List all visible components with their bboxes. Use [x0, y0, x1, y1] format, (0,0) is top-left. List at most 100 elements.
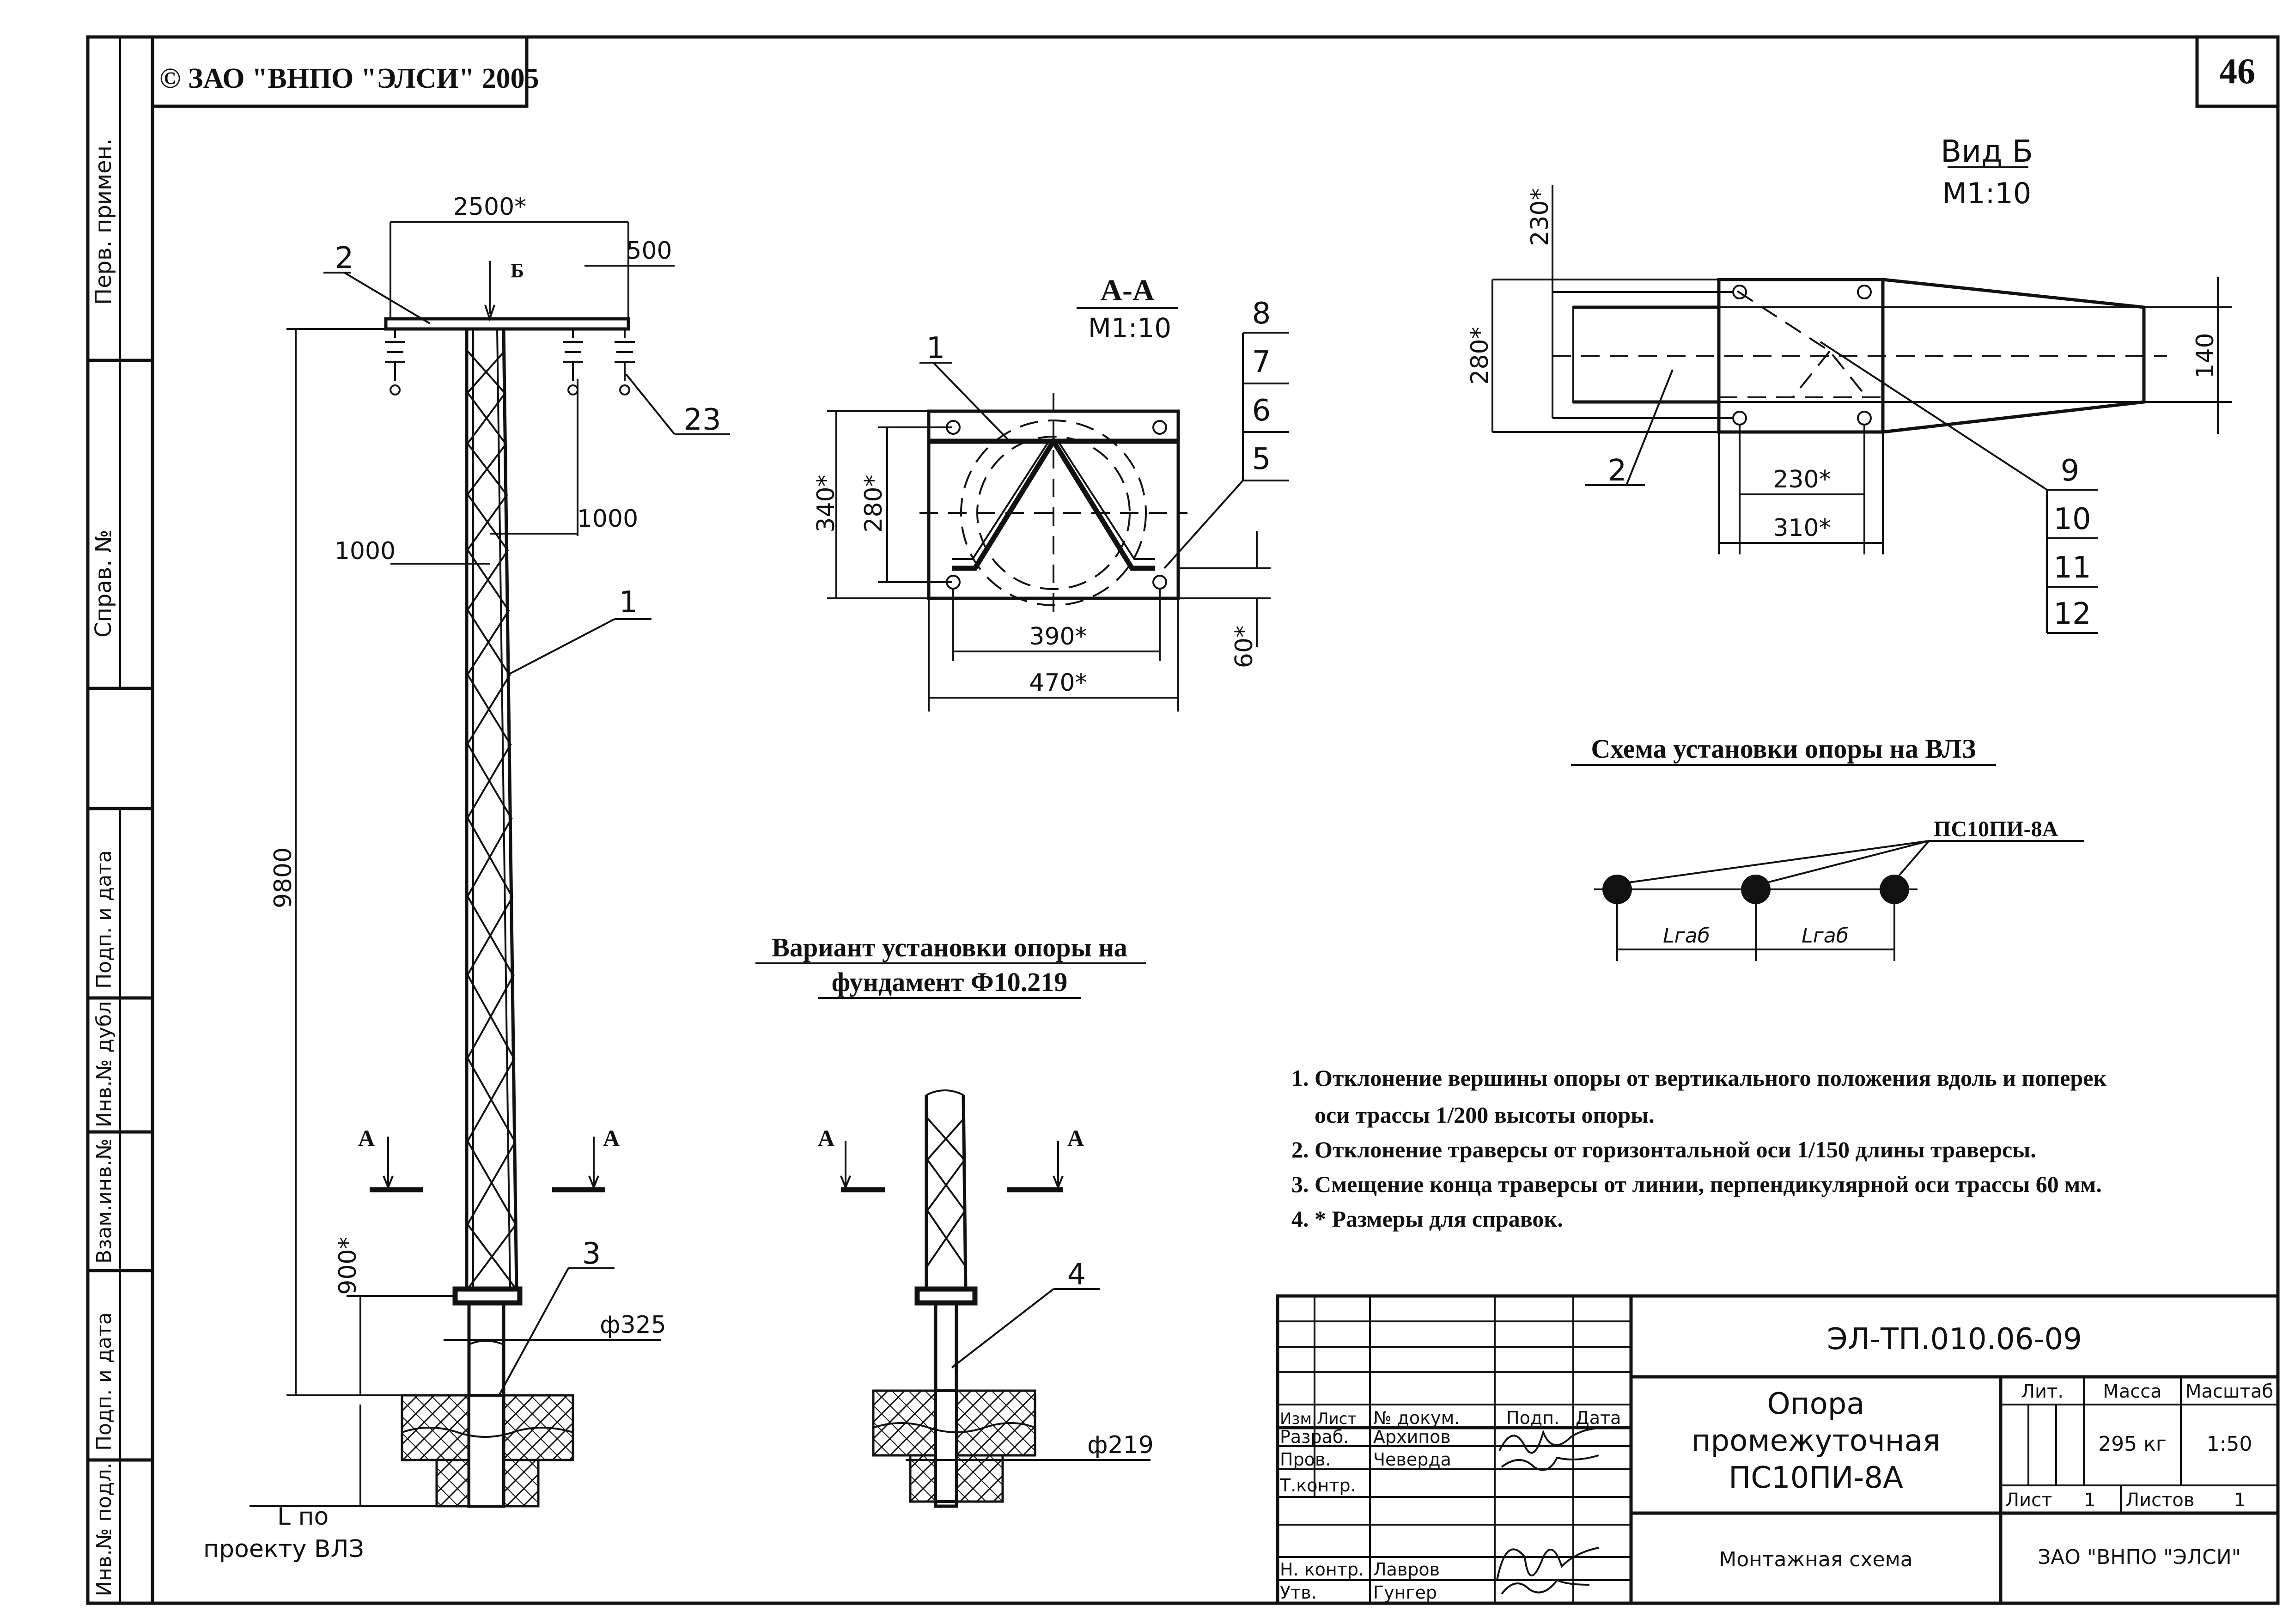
margin-podp-i-data-1: Подп. и дата	[92, 850, 116, 989]
installation-scheme: Схема установки опоры на ВЛЗ ПС10ПИ-8А L…	[1571, 734, 2084, 961]
span-left: Lгаб	[1663, 924, 1710, 948]
pos-2-b: 2	[1608, 454, 1627, 488]
pole-lattice	[467, 350, 517, 1290]
scheme-label: ПС10ПИ-8А	[1934, 817, 2058, 841]
col-podp: Подп.	[1506, 1408, 1559, 1428]
variant-title-line1: Вариант установки опоры на	[772, 932, 1127, 962]
dim-9800: 9800	[269, 847, 297, 908]
list-label: Лист	[2005, 1490, 2052, 1511]
pos-9: 9	[2061, 454, 2080, 488]
margin-inv-no-podl: Инв.№ подл.	[92, 1462, 116, 1596]
span-right: Lгаб	[1802, 924, 1849, 948]
sheet-frame	[86, 35, 2280, 1605]
dim-500: 500	[626, 237, 672, 265]
dim-900: 900*	[334, 1237, 362, 1295]
view-b: Вид Б М1:10 280* 230* 140 2	[1466, 134, 2232, 634]
note-1a: 1. Отклонение вершины опоры от вертикаль…	[1291, 1065, 2106, 1091]
scale-label: Масштаб	[2185, 1381, 2273, 1402]
dim-230-vertical: 230*	[1526, 188, 1554, 246]
section-a-left-main: А	[358, 1125, 375, 1151]
pole-marker	[1602, 875, 1632, 904]
margin-inv-no-dubl: Инв.№ дубл.	[92, 995, 116, 1127]
l-po-label: L по	[277, 1503, 329, 1531]
dim-470: 470*	[1029, 669, 1087, 697]
pos-8: 8	[1252, 297, 1271, 331]
col-izm: Изм.	[1280, 1410, 1317, 1428]
note-3: 3. Смещение конца траверсы от линии, пер…	[1291, 1171, 2102, 1197]
scheme-title: Схема установки опоры на ВЛЗ	[1591, 734, 1976, 764]
dim-390: 390*	[1029, 623, 1087, 651]
mass-value: 295 кг	[2098, 1432, 2167, 1456]
l-proekt-label: проекту ВЛЗ	[203, 1535, 364, 1563]
dim-phi325: ф325	[600, 1311, 666, 1339]
listov-label: Листов	[2125, 1490, 2194, 1511]
dim-280-b: 280*	[1466, 327, 1494, 384]
main-pole-view: 2500* 500 Б 2 23 1000 1000 1 9800 А А	[203, 193, 730, 1563]
role-nkontr: Н. контр.	[1280, 1559, 1364, 1580]
pos-6: 6	[1252, 394, 1271, 428]
product-name-1: Опора	[1767, 1387, 1864, 1421]
left-margin-labels: Перв. примен. Справ. № Подп. и дата Инв.…	[91, 139, 116, 1596]
product-name-3: ПС10ПИ-8А	[1729, 1461, 1903, 1495]
section-a-right-variant: А	[1067, 1125, 1084, 1151]
pole-marker	[1880, 875, 1909, 904]
name-prov: Чеверда	[1373, 1449, 1451, 1470]
title-block: Изм. Лист № докум. Подп. Дата Разраб. Ар…	[1276, 1294, 2280, 1605]
margin-vzam-inv-no: Взам.инв.№	[92, 1138, 116, 1264]
scale-value: 1:50	[2207, 1432, 2252, 1456]
sheet-number: 46	[2219, 51, 2255, 91]
section-aa-scale: М1:10	[1088, 312, 1171, 344]
role-prov: Пров.	[1280, 1449, 1331, 1470]
col-list: Лист	[1317, 1410, 1357, 1428]
dim-340: 340*	[812, 474, 840, 532]
section-a-right-main: А	[603, 1125, 620, 1151]
section-aa: А-А М1:10 1 8 7 6 5	[812, 274, 1289, 712]
name-nkontr: Лавров	[1373, 1559, 1440, 1580]
section-a-left-variant: А	[818, 1125, 834, 1151]
note-4: 4. * Размеры для справок.	[1291, 1206, 1563, 1232]
pos-1-aa: 1	[926, 331, 945, 365]
view-b-arrow-label: Б	[511, 259, 524, 282]
dim-1000-left: 1000	[335, 537, 396, 565]
list-value: 1	[2084, 1490, 2095, 1511]
crossarm	[384, 317, 630, 331]
signature-razrab	[1498, 1427, 1608, 1471]
foundation-variant: Вариант установки опоры на фундамент Ф10…	[755, 932, 1154, 1508]
sheet-type: Монтажная схема	[1719, 1548, 1913, 1571]
dim-1000-right: 1000	[577, 505, 638, 533]
pos-10: 10	[2053, 502, 2091, 536]
variant-title-line2: фундамент Ф10.219	[832, 967, 1067, 997]
insulators	[385, 329, 635, 395]
view-b-title: Вид Б	[1941, 134, 2033, 169]
bolt-holes-b	[1732, 285, 1872, 426]
dim-phi219: ф219	[1087, 1431, 1154, 1459]
pos-11: 11	[2053, 551, 2091, 585]
margin-perv-primen: Перв. примен.	[91, 139, 116, 305]
dim-60: 60*	[1230, 626, 1258, 668]
lit-label: Лит.	[2021, 1381, 2064, 1402]
pos-5: 5	[1252, 442, 1271, 476]
mass-label: Масса	[2103, 1381, 2162, 1402]
dim-310: 310*	[1773, 514, 1831, 542]
pos-12: 12	[2053, 597, 2091, 631]
note-2: 2. Отклонение траверсы от горизонтальной…	[1291, 1137, 2036, 1162]
pos-7: 7	[1252, 345, 1271, 379]
role-razrab: Разраб.	[1280, 1427, 1349, 1447]
margin-podp-i-data-2: Подп. и дата	[92, 1312, 116, 1451]
margin-sprav-no: Справ. №	[91, 529, 116, 638]
product-name-2: промежуточная	[1692, 1424, 1941, 1458]
pos-stack-b: 9 10 11 12	[1820, 341, 2098, 634]
dim-140: 140	[2192, 333, 2219, 378]
pos-23: 23	[683, 403, 721, 437]
role-tkontr: Т.контр.	[1279, 1475, 1356, 1496]
doc-code: ЭЛ-ТП.010.06-09	[1827, 1322, 2082, 1356]
dim-2500: 2500*	[453, 193, 526, 221]
pos-4: 4	[1067, 1258, 1086, 1292]
section-aa-title: А-А	[1100, 274, 1155, 307]
copyright: © ЗАО "ВНПО "ЭЛСИ" 2005	[159, 63, 539, 94]
listov-value: 1	[2234, 1490, 2246, 1511]
dim-280-aa: 280*	[860, 474, 888, 532]
pos-stack-aa: 8 7 6 5	[1163, 297, 1289, 569]
notes: 1. Отклонение вершины опоры от вертикаль…	[1291, 1065, 2106, 1232]
